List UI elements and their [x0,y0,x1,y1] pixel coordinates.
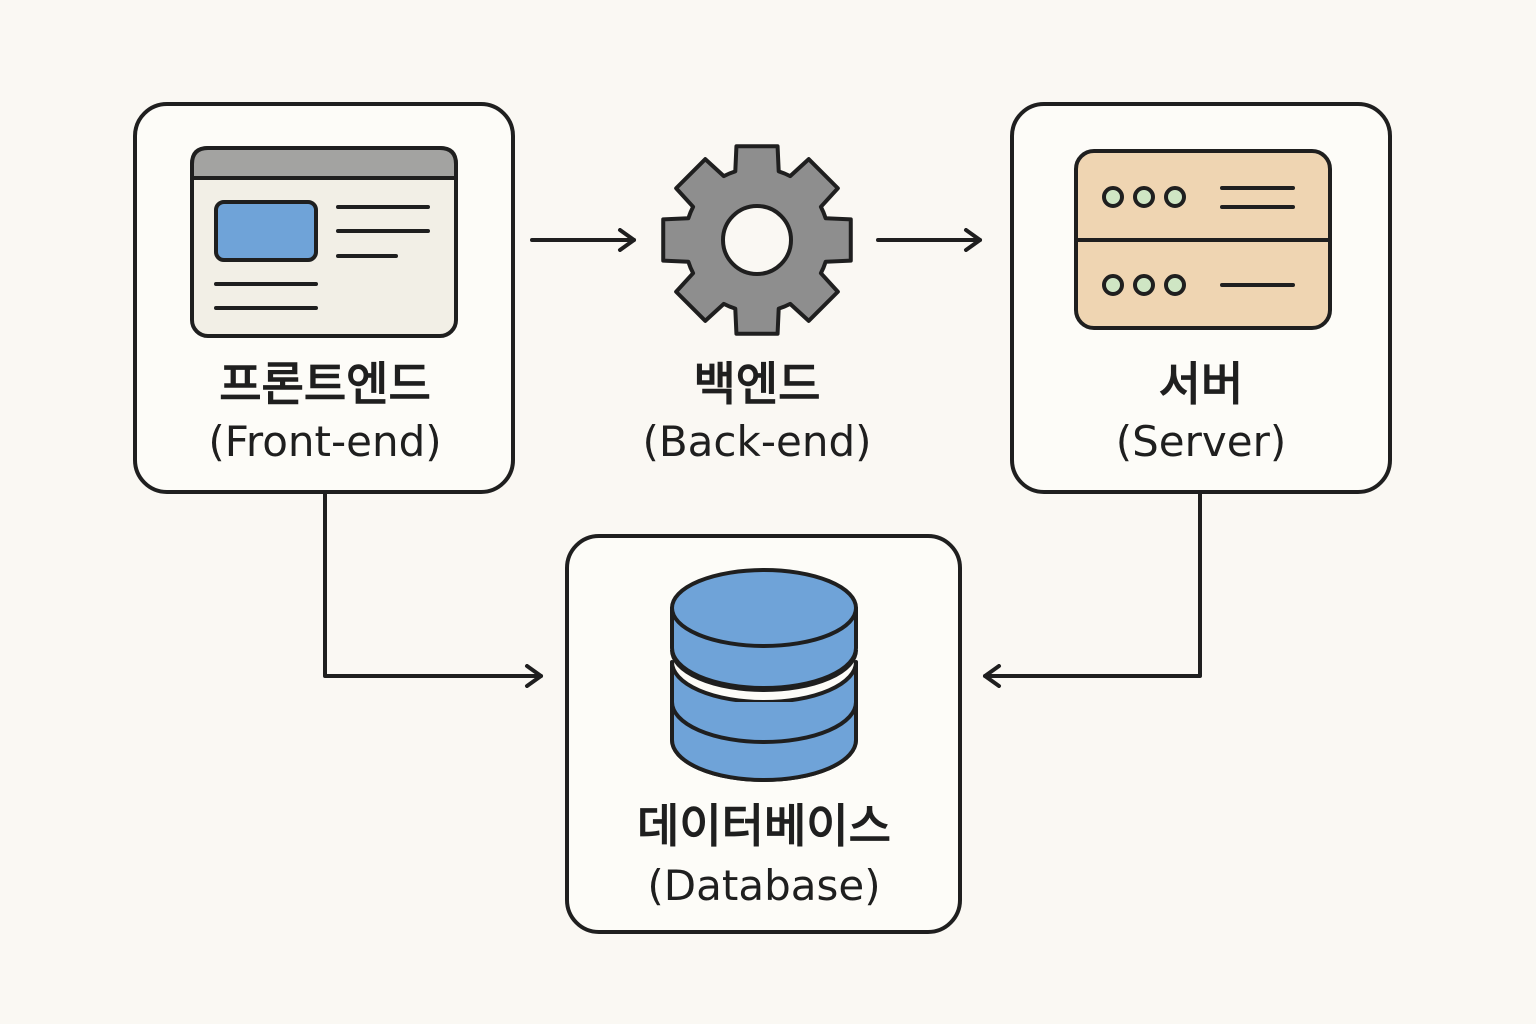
node-backend-title: 백엔드 [694,357,821,411]
node-frontend[interactable]: 프론트엔드 (Front-end) [133,102,515,494]
node-frontend-title: 프론트엔드 [219,357,431,411]
gear-icon [661,144,853,336]
server-led-icon [1102,186,1186,296]
node-database-subtitle: (Database) [647,861,880,910]
connectors [323,228,1202,688]
node-backend[interactable]: 백엔드 (Back-end) [642,144,872,466]
browser-window-icon [190,146,458,338]
node-database[interactable]: 데이터베이스 (Database) [565,534,962,934]
node-frontend-subtitle: (Front-end) [208,417,441,466]
node-server-title: 서버 [1159,357,1244,411]
node-database-title: 데이터베이스 [637,799,891,853]
node-server[interactable]: 서버 (Server) [1010,102,1392,494]
database-icon [670,568,858,782]
server-rack-icon [1074,149,1332,330]
edge-server-to-database [983,492,1202,688]
node-server-subtitle: (Server) [1116,417,1287,466]
node-backend-subtitle: (Back-end) [642,417,871,466]
edge-frontend-to-database [323,492,543,688]
